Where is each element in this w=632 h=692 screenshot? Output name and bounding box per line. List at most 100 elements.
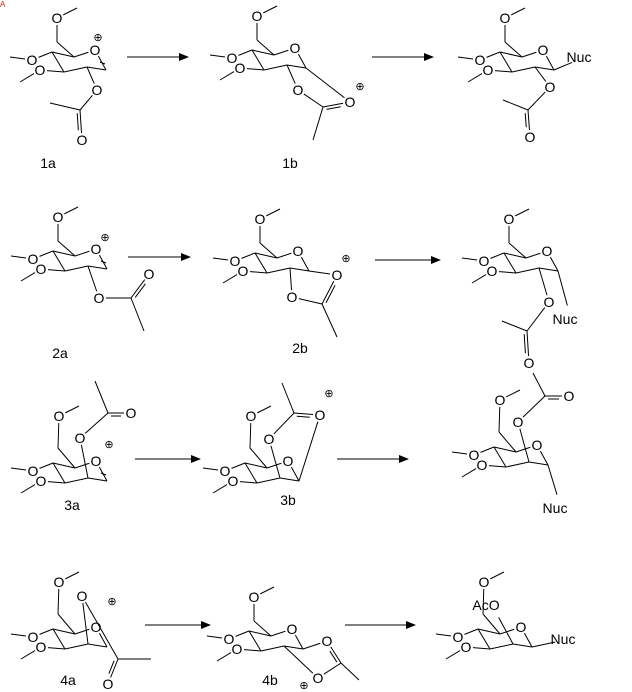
atom-label-o: O [28,463,39,479]
bond [266,267,291,274]
bond [259,242,278,259]
bond [498,271,517,274]
bond [522,395,546,418]
bond [52,462,66,484]
bond [260,645,285,652]
bond [10,467,27,471]
atom-label-nuc: Nuc [551,631,576,647]
bond [98,632,108,648]
atom-label-o: O [228,473,239,489]
corner-mark: A [0,0,6,9]
bond [538,267,548,296]
bond [290,466,300,482]
atom-label-nuc: Nuc [567,49,592,65]
bond [531,641,556,648]
bond [38,51,53,58]
atom-label-o: O [224,631,235,647]
bond [528,461,549,466]
double-bond-mark [100,472,107,476]
bond [130,297,145,332]
atom-label-o: O [264,431,275,447]
bond [248,630,262,652]
bond [289,267,293,291]
bond [477,628,491,650]
atom-label-o: O [322,633,333,649]
bond [498,617,514,645]
bond [515,446,531,453]
bond [212,484,228,494]
atom-label-o: O [54,574,65,590]
bond [263,5,278,14]
bond [209,54,226,58]
atom-label-o: O [54,408,65,424]
bond [300,256,310,272]
bond [51,51,65,73]
bond [257,405,272,414]
bond [286,64,307,69]
bond [503,252,517,274]
double-bond-line [76,113,79,131]
bond [270,445,281,479]
atom-label-o: O [235,60,246,76]
bond [545,55,555,71]
bond [243,649,262,652]
positive-charge-icon: ⊕ [107,596,116,608]
bond [505,461,530,468]
atom-label-o: O [293,82,304,98]
bond [511,66,536,73]
bond [527,91,546,111]
bond [52,250,76,257]
bond [276,252,292,259]
bond [73,51,89,58]
bond [47,647,66,650]
bond [472,647,491,650]
bond [549,256,559,272]
atom-label-o: O [75,430,86,446]
bond [435,633,452,637]
bond [502,99,529,111]
bond [65,405,80,414]
atom-label-o: O [545,79,556,95]
bond [86,66,107,71]
atom-label-o: O [315,407,326,423]
bond [20,484,36,494]
positive-charge-icon: ⊕ [104,439,113,451]
bond [526,330,530,357]
atom-label-o: O [538,42,549,58]
bond [302,642,321,650]
atom-label-o: O [469,447,480,463]
bond [87,265,108,270]
atom-label-o: O [91,619,102,635]
molecules: OOOOOO⊕OOOOOO⊕OOOONucOOOOOOOO⊕OOOOOO⊕OOO… [9,5,592,692]
bond [87,477,108,482]
bond [519,428,530,463]
double-bond-mark [99,61,106,65]
atom-label-o: O [246,408,257,424]
bond [539,450,549,466]
compound-label-1b: 1b [282,155,298,171]
bond [321,303,338,338]
bond [249,271,268,274]
bond [340,662,360,681]
bond [279,477,300,482]
bond [297,53,307,69]
bond [74,628,90,635]
double-bond-line [108,660,115,674]
bond [286,64,296,84]
bond [212,257,229,261]
bond [51,51,75,58]
atom-label-o: O [287,289,298,305]
atom-label-o: O [542,243,553,259]
atom-label-o: O [91,453,102,469]
bond [457,56,474,60]
bond [202,467,219,471]
atom-label-o: O [564,388,575,404]
atom-label-o: O [290,40,301,56]
bond [222,274,238,284]
atom-label-o: O [483,62,494,78]
